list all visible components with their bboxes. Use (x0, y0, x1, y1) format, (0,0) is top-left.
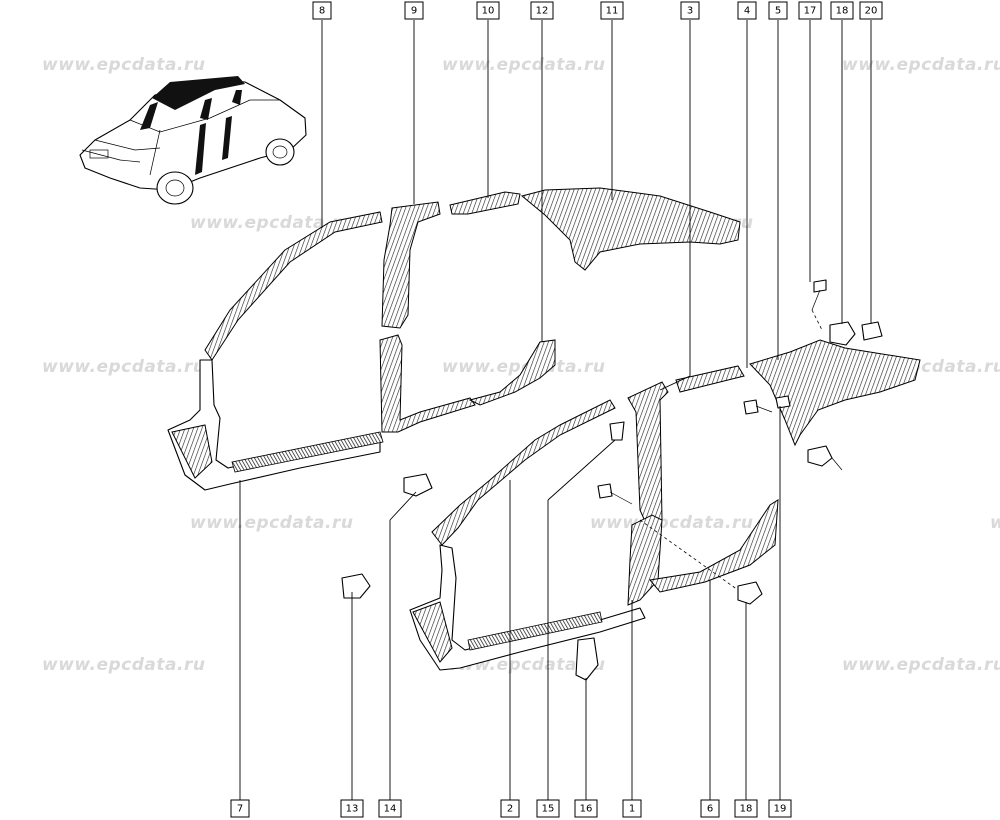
roof-liner-rear (520, 187, 741, 271)
watermark: www.epcdata.ru (42, 655, 205, 675)
callout-3: 3 (680, 1, 700, 20)
clip-15 (609, 421, 625, 441)
callout-17-text: 17 (804, 6, 817, 17)
callout-13: 13 (340, 799, 364, 818)
callout-2: 2 (500, 799, 520, 818)
callout-8: 8 (312, 1, 332, 20)
callout-18-bottom: 18 (734, 799, 758, 818)
callout-9: 9 (404, 1, 424, 20)
left-side-trim-assembly (167, 187, 741, 491)
watermark: www.epcdata.ru (990, 513, 1000, 533)
callout-10-text: 10 (482, 6, 495, 17)
b-pillar-trim (627, 381, 669, 529)
callout-7-text: 7 (237, 804, 243, 815)
b-pillar-lower-trim (627, 514, 663, 606)
clip-grommet (807, 445, 833, 467)
watermark: www.epcdata.ru (190, 213, 353, 233)
callout-12-text: 12 (536, 6, 549, 17)
callout-12: 12 (530, 1, 554, 20)
roof-rail-trim (675, 365, 745, 393)
callout-6-text: 6 (707, 804, 713, 815)
callout-4-text: 4 (744, 6, 750, 17)
watermark: www.epcdata.ru (442, 357, 605, 377)
rear-sill-trim (649, 499, 779, 593)
callout-6: 6 (700, 799, 720, 818)
bolt (743, 399, 773, 415)
callout-3-text: 3 (687, 6, 693, 17)
callout-7: 7 (230, 799, 250, 818)
callout-2-text: 2 (507, 804, 513, 815)
callout-14: 14 (378, 799, 402, 818)
callout-14-text: 14 (384, 804, 397, 815)
watermark: www.epcdata.ru (190, 513, 353, 533)
callout-15: 15 (536, 799, 560, 818)
callout-13-text: 13 (346, 804, 359, 815)
a-pillar-trim (431, 399, 616, 546)
right-side-trim-assembly (409, 339, 921, 671)
leader-lines (239, 20, 872, 802)
callout-8-text: 8 (319, 6, 325, 17)
callout-labels: 8 9 10 12 11 3 4 5 17 18 20 7 13 14 2 15… (230, 1, 883, 818)
callout-10: 10 (476, 1, 500, 20)
clip-14 (403, 473, 433, 497)
front-pillar-sill-trim (167, 359, 381, 491)
roof-side-trim (449, 191, 521, 215)
screw-17 (811, 279, 827, 331)
hardware-group (341, 279, 883, 681)
watermark: www.epcdata.ru (842, 55, 1000, 75)
callout-1-text: 1 (629, 804, 635, 815)
watermark: www.epcdata.ru (42, 55, 205, 75)
callout-16-text: 16 (580, 804, 593, 815)
callout-4: 4 (737, 1, 757, 20)
callout-9-text: 9 (411, 6, 417, 17)
callout-11: 11 (600, 1, 624, 20)
callout-1: 1 (622, 799, 642, 818)
callout-19: 19 (768, 799, 792, 818)
watermark: www.epcdata.ru (590, 513, 753, 533)
clip-16 (575, 637, 599, 681)
callout-19-text: 19 (774, 804, 787, 815)
callout-20: 20 (859, 1, 883, 20)
clip-18-bottom (737, 581, 763, 605)
rear-quarter-trim (468, 339, 556, 406)
rear-side-panel-trim (749, 339, 921, 447)
watermark: www.epcdata.ru (42, 357, 205, 377)
b-pillar-upper-trim (381, 201, 441, 329)
clip-18-top (829, 321, 856, 346)
callout-18-top: 18 (830, 1, 854, 20)
windshield-pillar-trim (204, 211, 383, 361)
clip-13 (341, 573, 371, 599)
callout-5-text: 5 (775, 6, 781, 17)
car-illustration (79, 76, 307, 205)
clip-19 (775, 395, 791, 409)
callout-18-bottom-text: 18 (740, 804, 753, 815)
callout-15-text: 15 (542, 804, 555, 815)
callout-16: 16 (574, 799, 598, 818)
bolt-middle (597, 483, 633, 505)
callout-20-text: 20 (865, 6, 878, 17)
watermark: www.epcdata.ru (842, 655, 1000, 675)
callout-5: 5 (768, 1, 788, 20)
callout-11-text: 11 (606, 6, 619, 17)
clip-20 (861, 321, 883, 341)
watermark: www.epcdata.ru (442, 55, 605, 75)
callout-17: 17 (798, 1, 822, 20)
front-sill-trim (409, 544, 646, 671)
callout-18-top-text: 18 (836, 6, 849, 17)
watermark-group: www.epcdata.ru www.epcdata.ru www.epcdat… (42, 55, 1000, 675)
